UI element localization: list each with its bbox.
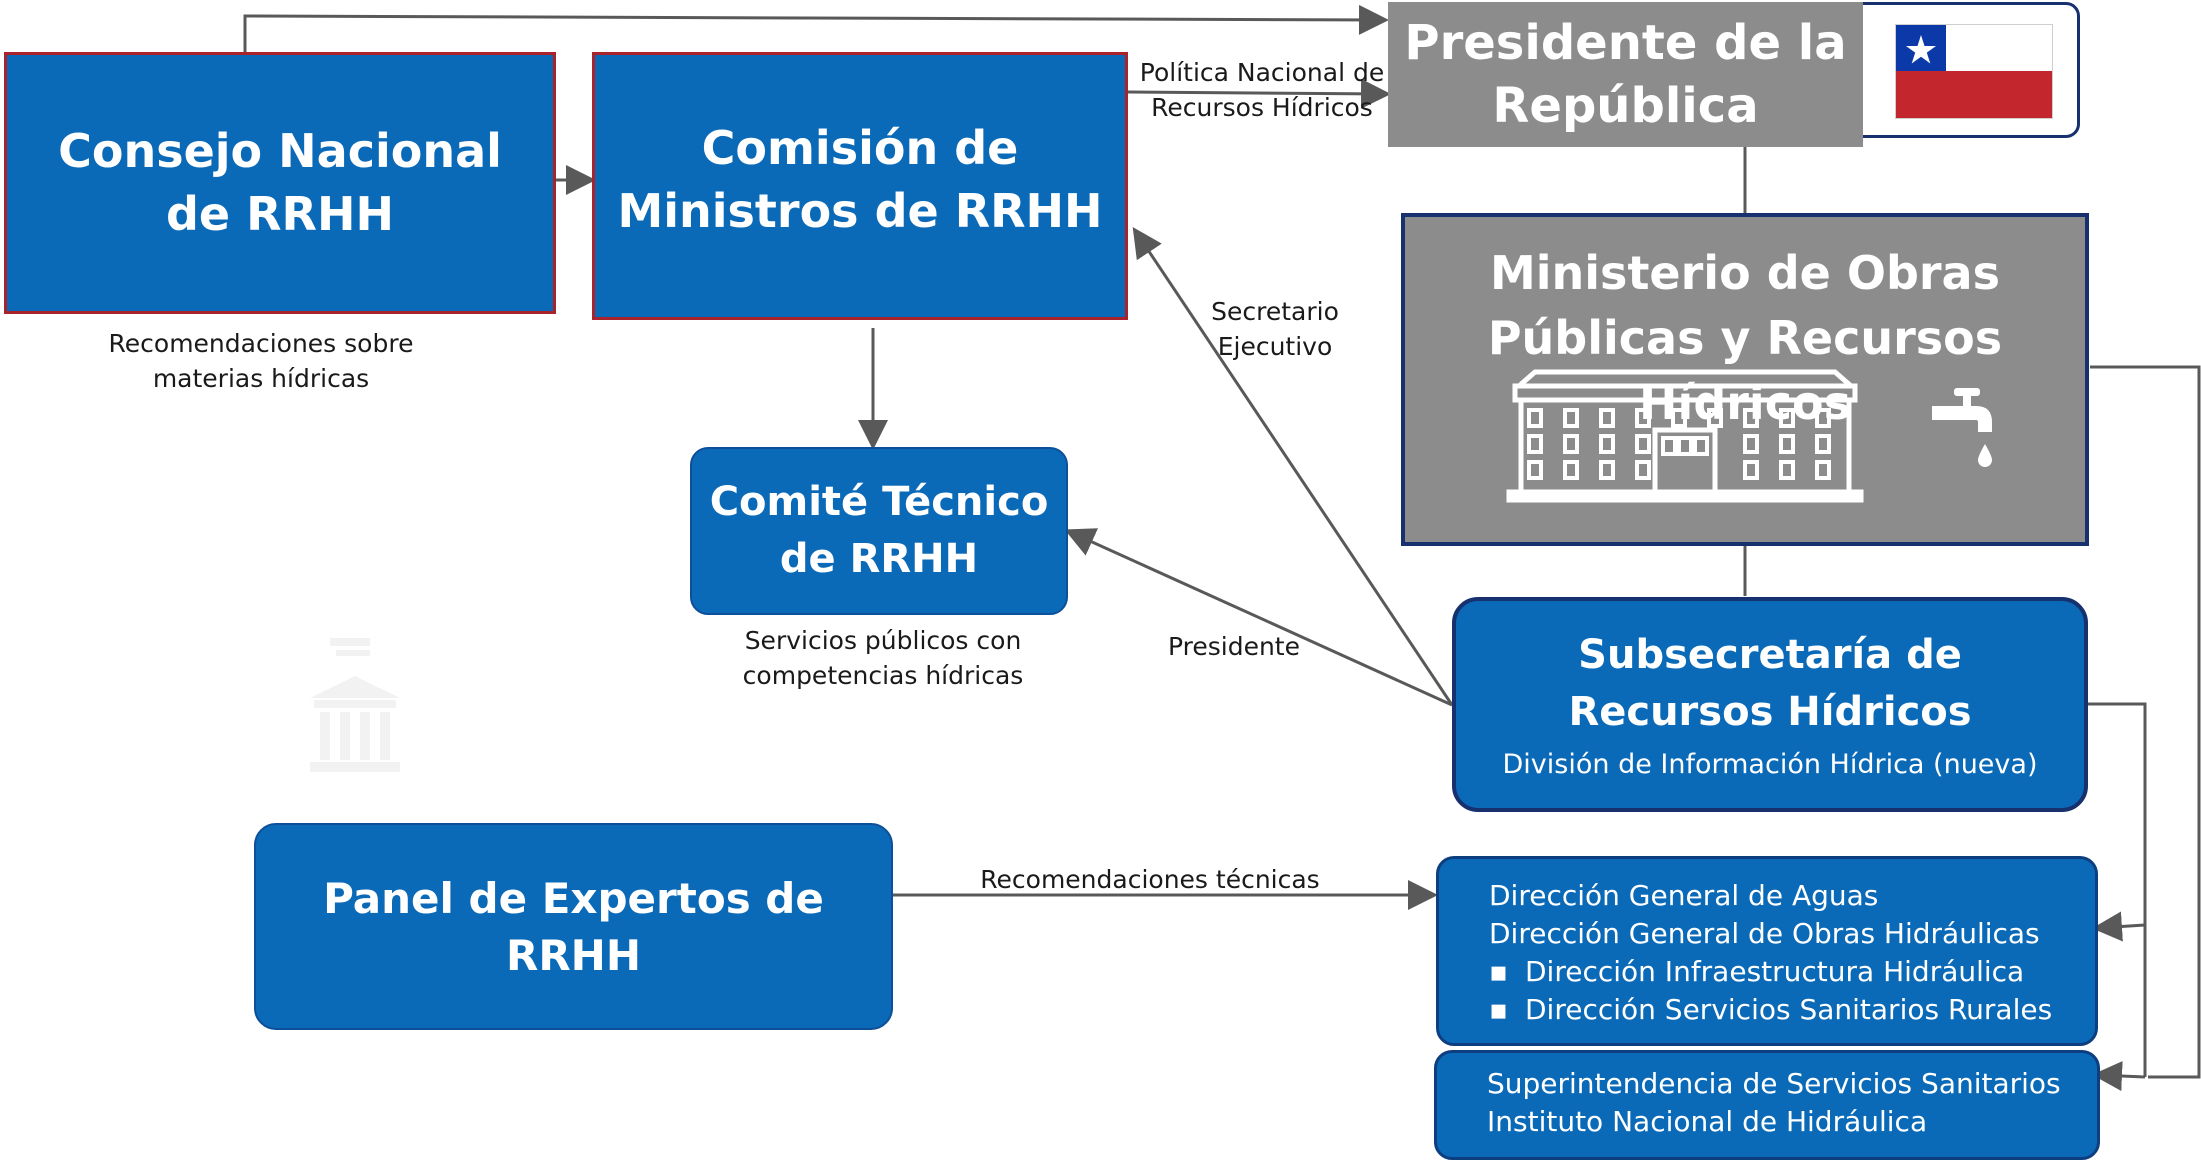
consejo-caption-1: Recomendaciones sobre (108, 329, 414, 358)
consejo-nacional-box: Consejo Nacional de RRHH (4, 52, 556, 314)
comision-title-1: Comisión de (701, 121, 1019, 175)
superintendencia-item-0: Superintendencia de Servicios Sanitarios (1487, 1067, 2061, 1100)
comite-tecnico-box: Comité Técnico de RRHH (690, 447, 1068, 615)
direcciones-bullet-1: Dirección Servicios Sanitarios Rurales (1489, 991, 2095, 1029)
politica-label-2: Recursos Hídricos (1151, 93, 1373, 122)
faint-institution-icon (310, 638, 400, 772)
direcciones-item-1: Dirección General de Obras Hidráulicas (1489, 917, 2040, 950)
panel-title: Panel de Expertos de RRHH (323, 873, 824, 980)
edge-ministerio-bracket (2090, 365, 2201, 1079)
recomendaciones-tecnicas-label: Recomendaciones técnicas (980, 865, 1320, 894)
presidente-box: Presidente de la República (1388, 2, 1863, 147)
ministerio-title-1: Ministerio de Obras (1490, 246, 2000, 300)
government-building-icon (1506, 369, 1864, 503)
direcciones-item-0: Dirección General de Aguas (1489, 879, 1879, 912)
comite-caption: Servicios públicos con competencias hídr… (720, 623, 1046, 693)
consejo-caption-2: materias hídricas (152, 364, 370, 393)
secretario-label: Secretario Ejecutivo (1195, 294, 1355, 364)
chile-flag-icon (1895, 24, 2053, 119)
presidente-edge-label: Presidente (1168, 632, 1300, 661)
secretario-label-2: Ejecutivo (1217, 332, 1333, 361)
presidente-title-1: Presidente de la (1404, 14, 1847, 71)
superintendencia-item-1: Instituto Nacional de Hidráulica (1487, 1105, 1928, 1138)
comision-title-2: Ministros de RRHH (617, 184, 1103, 238)
politica-label: Política Nacional de Recursos Hídricos (1128, 55, 1396, 125)
edge-subsecretaria-comite (1064, 528, 1453, 707)
water-faucet-icon (1932, 388, 1992, 467)
comite-caption-2: competencias hídricas (742, 661, 1024, 690)
edge-subsecretaria-comision (1132, 227, 1454, 706)
consejo-nacional-title-1: Consejo Nacional (58, 124, 502, 178)
consejo-nacional-title-2: de RRHH (166, 187, 394, 241)
secretario-label-1: Secretario (1211, 297, 1339, 326)
comite-title-2: de RRHH (779, 536, 979, 582)
subsecretaria-title-1: Subsecretaría de (1578, 631, 1962, 678)
comision-ministros-box: Comisión de Ministros de RRHH (592, 52, 1128, 320)
direcciones-bullet-0: Dirección Infraestructura Hidráulica (1489, 953, 2095, 991)
comite-title-1: Comité Técnico (709, 479, 1049, 525)
edge-consejo-presidente (243, 4, 1389, 52)
subsecretaria-subtitle: División de Información Hídrica (nueva) (1502, 748, 2038, 780)
edge-comision-presidente (1127, 78, 1391, 109)
panel-expertos-box: Panel de Expertos de RRHH (254, 823, 893, 1030)
presidente-title-2: República (1492, 77, 1759, 134)
comite-caption-1: Servicios públicos con (744, 626, 1022, 655)
direcciones-box: Dirección General de Aguas Dirección Gen… (1436, 856, 2098, 1046)
consejo-caption: Recomendaciones sobre materias hídricas (80, 326, 442, 396)
superintendencia-box: Superintendencia de Servicios Sanitarios… (1434, 1050, 2100, 1160)
edge-bracket-direcciones (2092, 911, 2146, 942)
politica-label-1: Política Nacional de (1139, 58, 1385, 87)
subsecretaria-box: Subsecretaría de Recursos Hídricos Divis… (1452, 597, 2088, 812)
edge-subsecretaria-bracket (2087, 702, 2147, 1077)
subsecretaria-title-2: Recursos Hídricos (1568, 688, 1972, 735)
edge-bracket-superintendencia (2092, 1061, 2146, 1092)
